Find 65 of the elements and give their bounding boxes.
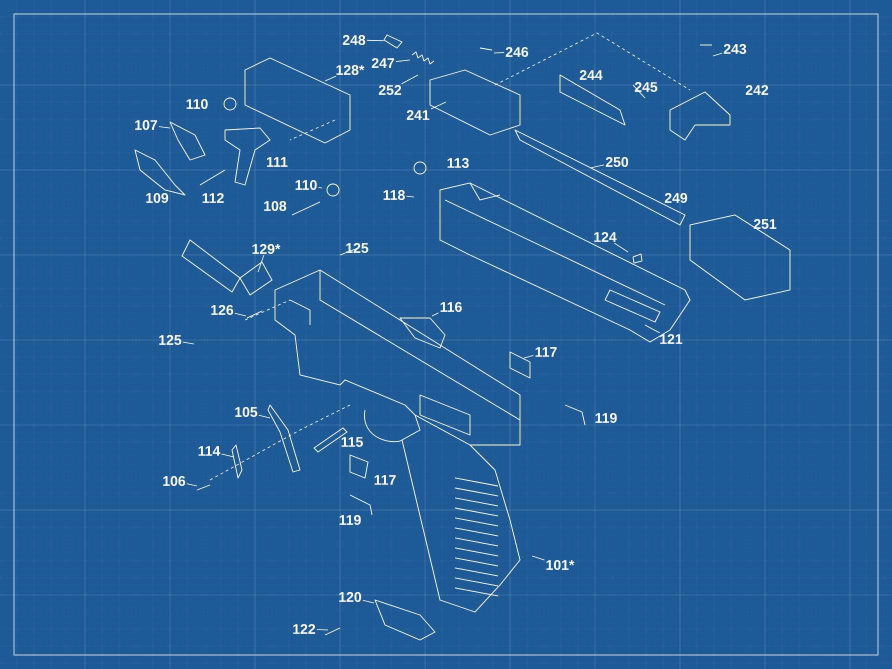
callout-number: 246 [506, 47, 528, 57]
callout-number: 125 [159, 335, 182, 345]
callout-number: 242 [746, 85, 768, 95]
leader-line [524, 355, 534, 358]
pin-drawing [384, 34, 402, 48]
leader-line [316, 629, 328, 630]
callout-number: 101* [546, 560, 574, 570]
callout-number: 113 [448, 158, 469, 168]
callout-number: 107 [135, 120, 158, 130]
leader-line [186, 483, 198, 486]
callout-number: 110 [186, 99, 208, 109]
callout-number: 252 [378, 85, 402, 95]
leader-line [395, 60, 410, 62]
callout-number: 112 [202, 193, 224, 203]
leader-line [258, 254, 264, 272]
callout-number: 118 [384, 190, 405, 200]
callout-number: 122 [293, 624, 316, 634]
leader-line [430, 102, 446, 110]
callout-number: 128* [336, 65, 364, 75]
leader-line [712, 52, 723, 56]
callout-number: 250 [606, 157, 628, 167]
leader-line [494, 52, 505, 54]
callout-number: 244 [580, 70, 603, 80]
callout-number: 245 [634, 82, 658, 92]
leader-line [234, 312, 246, 316]
callout-number: 110 [296, 180, 317, 190]
callout-number: 241 [406, 110, 430, 120]
leader-line [318, 186, 322, 188]
callout-number: 117 [374, 475, 396, 485]
callout-number: 243 [724, 44, 746, 54]
callout-number: 249 [664, 193, 688, 203]
callout-number: 115 [342, 437, 363, 447]
leader-line [614, 242, 628, 252]
callout-number: 106 [163, 476, 186, 486]
callout-number: 251 [754, 219, 776, 229]
callout-number: 119 [596, 413, 617, 423]
leader-line [221, 454, 234, 458]
callout-number: 117 [536, 347, 557, 357]
callout-number: 109 [146, 193, 168, 203]
leader-line [362, 600, 374, 604]
callout-number: 108 [264, 201, 286, 211]
leader-line [401, 74, 418, 84]
callout-number: 129* [252, 244, 280, 254]
leader-line [366, 40, 384, 42]
callout-number: 124 [594, 232, 617, 242]
callout-number: 111 [266, 157, 288, 167]
leader-line [532, 556, 545, 560]
callout-number: 116 [440, 302, 462, 312]
callout-number: 125 [346, 243, 368, 253]
leader-line [182, 342, 194, 344]
callout-number: 121 [660, 334, 682, 344]
callout-number: 120 [339, 592, 362, 602]
leader-line [432, 312, 439, 316]
leader-line [590, 164, 605, 168]
callout-number: 126 [211, 305, 234, 315]
callout-number: 114 [198, 446, 220, 456]
callout-number: 105 [235, 407, 258, 417]
callout-number: 247 [372, 58, 394, 68]
callout-number: 119 [340, 515, 361, 525]
leader-line [644, 324, 660, 334]
leader-line [406, 196, 414, 198]
leader-line [258, 414, 270, 418]
callout-number: 248 [342, 35, 366, 45]
leader-line [158, 126, 170, 128]
leader-line [324, 76, 336, 82]
